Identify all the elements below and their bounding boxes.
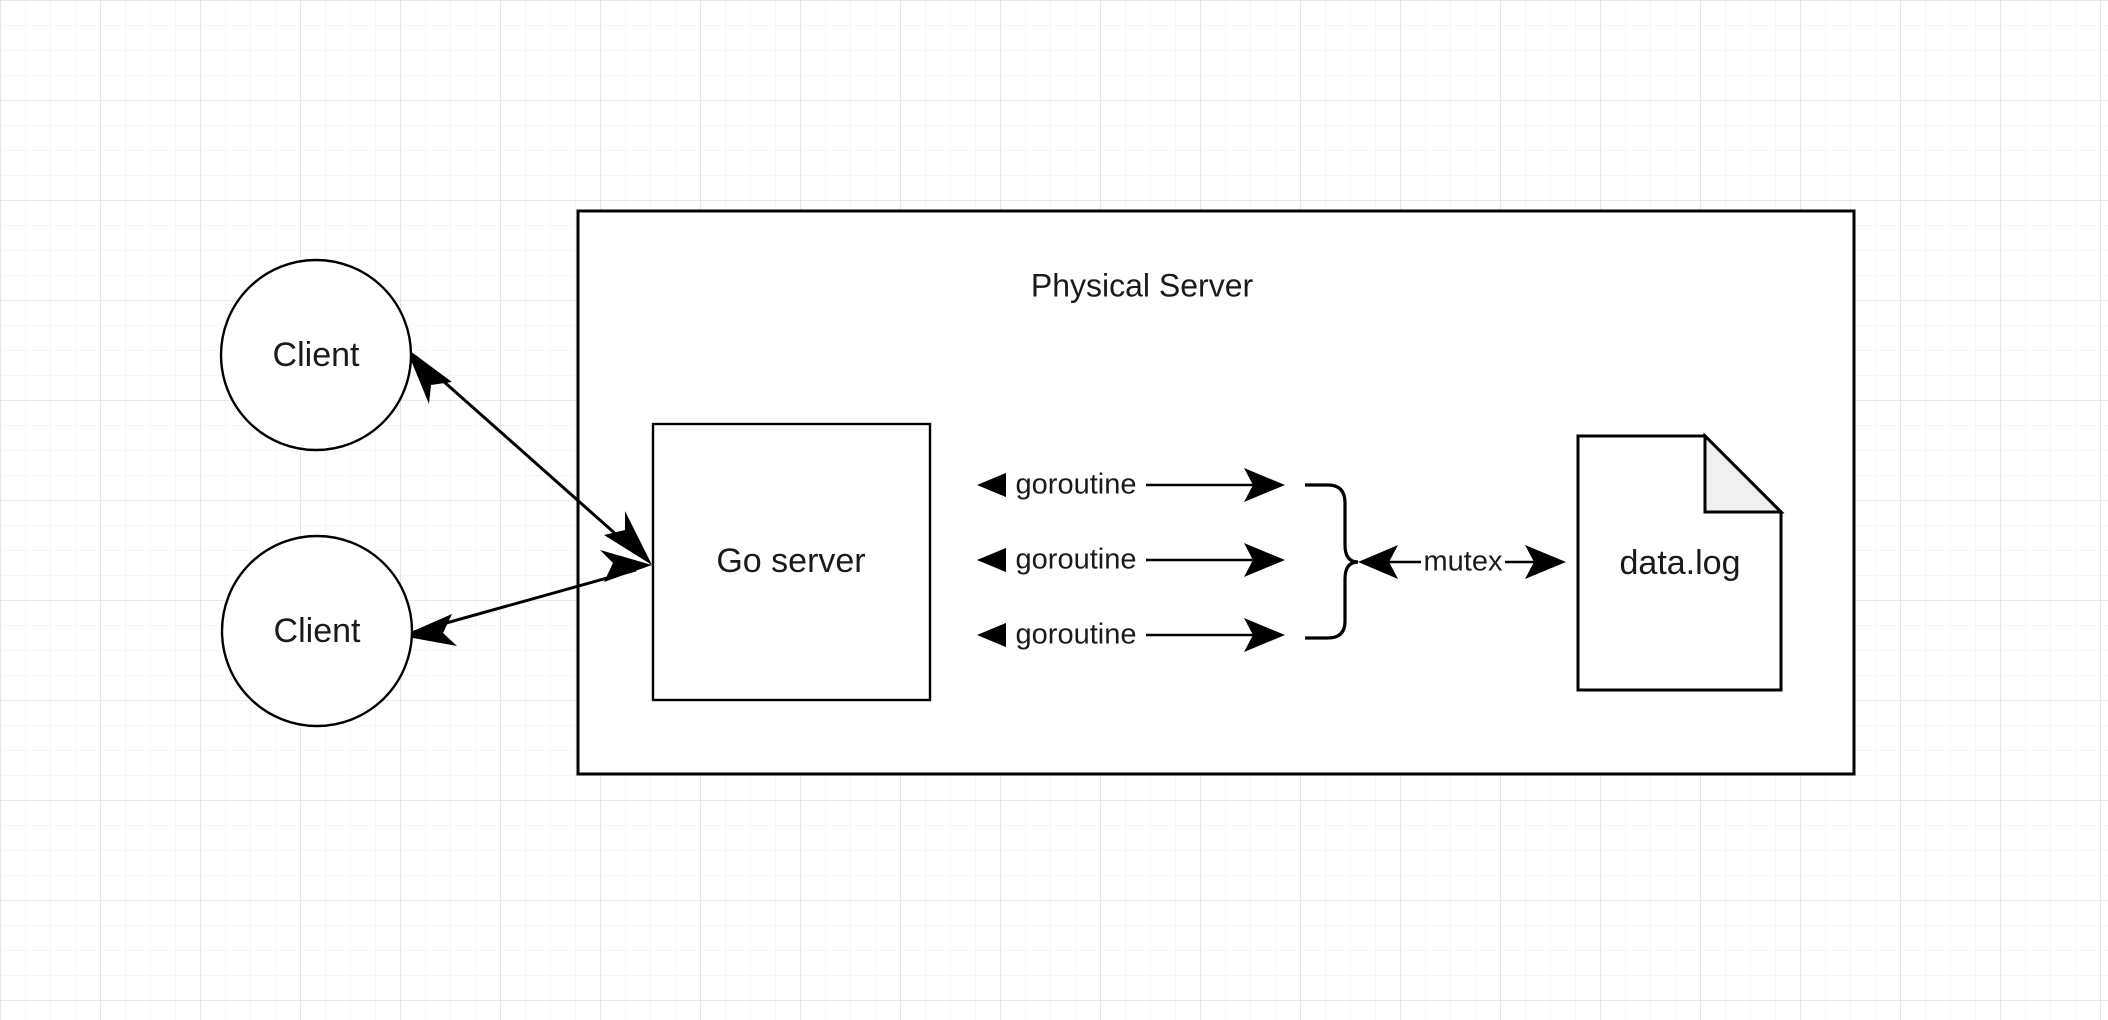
node-data-file[interactable]: data.log bbox=[1576, 432, 1785, 692]
go-server-box[interactable] bbox=[651, 422, 932, 702]
arrowhead-mutex-right bbox=[1525, 545, 1566, 579]
data-file-fold-corner-icon bbox=[1703, 432, 1785, 514]
node-go-server[interactable]: Go server bbox=[651, 422, 932, 702]
edge-client-top-to-go-server[interactable] bbox=[406, 348, 652, 565]
goroutine-1-label: goroutine bbox=[1016, 469, 1137, 501]
mutex-label: mutex bbox=[1424, 546, 1503, 578]
arrowhead-goroutine-1-right bbox=[1244, 468, 1285, 502]
data-file-label: data.log bbox=[1620, 544, 1741, 582]
edge-client-bottom-to-go-server[interactable] bbox=[402, 550, 652, 646]
edge-goroutine-3[interactable]: goroutine bbox=[977, 618, 1285, 652]
node-client-bottom[interactable]: Client bbox=[220, 534, 414, 728]
arrowhead-go-server-from-top bbox=[604, 511, 652, 565]
arrowhead-go-server-from-bottom bbox=[600, 550, 652, 582]
goroutine-2-label: goroutine bbox=[1016, 544, 1137, 576]
goroutine-3-label: goroutine bbox=[1016, 619, 1137, 651]
client-top-label: Client bbox=[273, 336, 360, 374]
client-bottom-label: Client bbox=[274, 612, 361, 650]
arrowhead-client-top bbox=[406, 348, 452, 404]
edge-goroutine-1[interactable]: goroutine bbox=[977, 468, 1285, 502]
arrowhead-client-bottom bbox=[402, 614, 457, 646]
physical-server-title: Physical Server bbox=[1031, 267, 1254, 303]
arrowhead-mutex-left bbox=[1358, 545, 1398, 579]
go-server-label: Go server bbox=[716, 542, 865, 580]
edge-goroutine-2[interactable]: goroutine bbox=[977, 543, 1285, 577]
client-top-circle[interactable] bbox=[219, 258, 413, 452]
edge-mutex[interactable]: mutex bbox=[1358, 545, 1566, 579]
arrowhead-goroutine-3-right bbox=[1244, 618, 1285, 652]
client-bottom-circle[interactable] bbox=[220, 534, 414, 728]
arrowhead-goroutine-2-right bbox=[1244, 543, 1285, 577]
node-client-top[interactable]: Client bbox=[219, 258, 413, 452]
